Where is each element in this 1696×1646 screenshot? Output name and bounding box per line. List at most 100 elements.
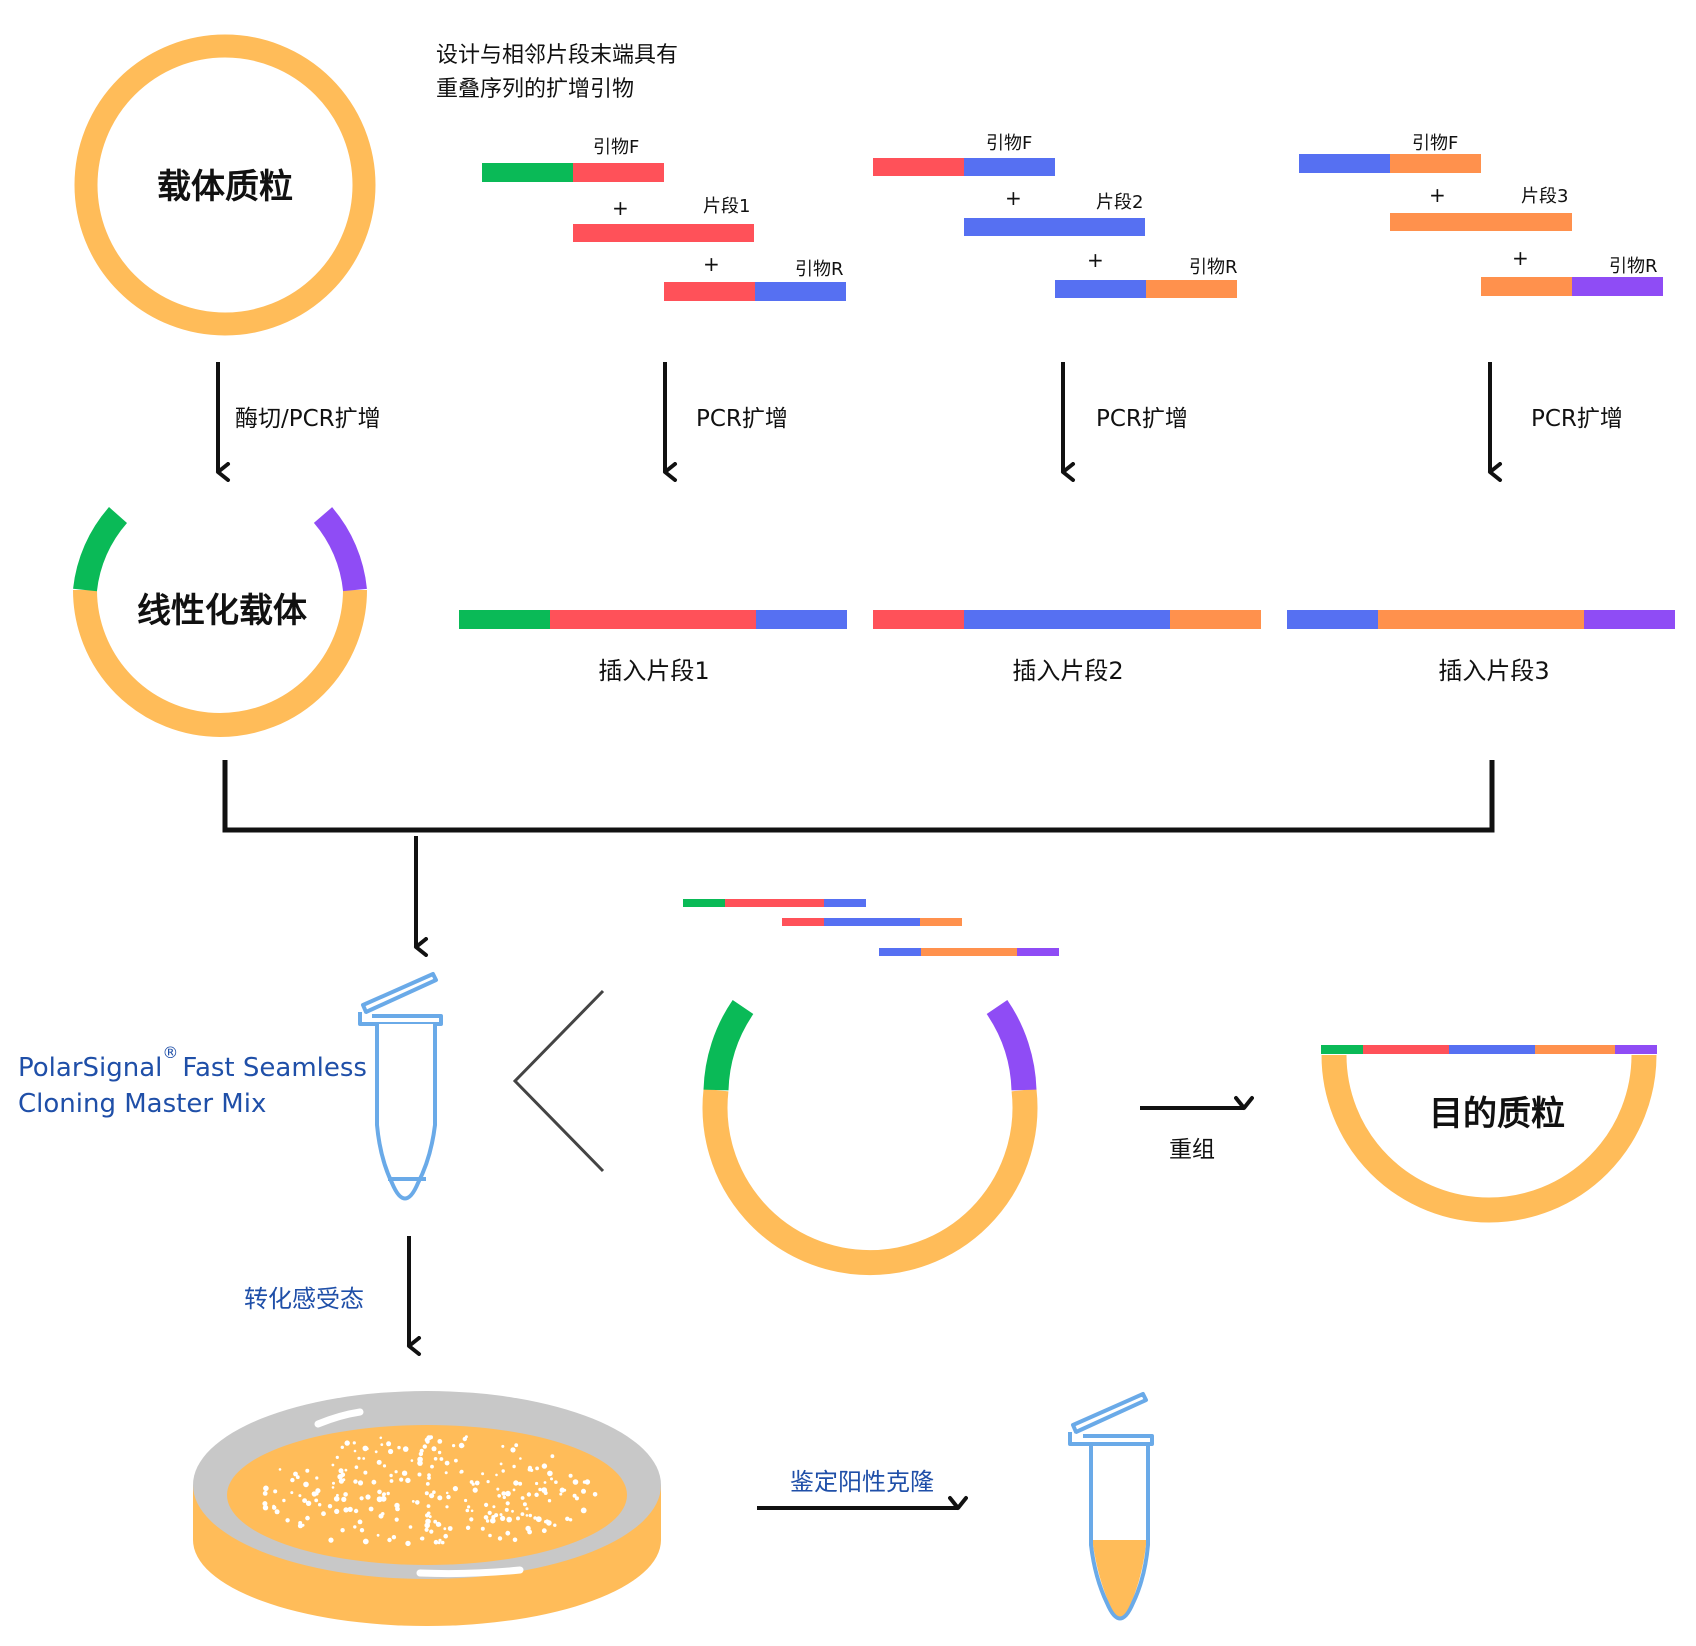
colony-dot <box>376 1459 382 1465</box>
linear-vector-label: 线性化载体 <box>137 591 307 631</box>
colony-dot <box>397 1445 401 1450</box>
colony-dot <box>501 1491 507 1496</box>
colony-dot <box>516 1516 520 1521</box>
colony-dot <box>380 1495 387 1502</box>
colony-dot <box>502 1495 506 1500</box>
colony-dot <box>274 1509 280 1515</box>
linear-vector-arc <box>73 589 367 737</box>
colony-dot <box>430 1464 434 1469</box>
overlap-3-blue <box>879 948 921 956</box>
colony-dot <box>494 1513 499 1518</box>
colony-dot <box>333 1496 340 1502</box>
insert-3-blue <box>1287 610 1378 629</box>
colony-dot <box>263 1485 269 1492</box>
colony-dot <box>425 1482 430 1486</box>
colony-dot <box>437 1439 443 1444</box>
colony-dot <box>368 1506 374 1512</box>
colony-dot <box>471 1482 475 1486</box>
colony-dot <box>273 1489 278 1494</box>
colony-dot <box>580 1507 587 1514</box>
colony-dot <box>262 1505 269 1511</box>
colony-dot <box>538 1487 542 1492</box>
colony-dot <box>386 1491 390 1496</box>
colony-dot <box>389 1479 394 1483</box>
assembly-vector-green-end <box>703 999 754 1091</box>
colony-dot <box>362 1445 369 1452</box>
colony-dot <box>501 1469 505 1473</box>
colony-dot <box>520 1512 525 1516</box>
recombination-label: 重组 <box>1169 1137 1215 1163</box>
insert-1-blue <box>756 610 847 629</box>
colony-dot <box>467 1505 471 1509</box>
insert-1-red <box>550 610 756 629</box>
fragment-3-plus-2: + <box>1512 246 1529 270</box>
colony-dot <box>427 1476 431 1480</box>
colony-dot <box>525 1507 529 1511</box>
colony-dot <box>546 1520 552 1526</box>
colony-dot <box>357 1519 363 1525</box>
colony-dot <box>344 1440 350 1446</box>
colony-dot <box>565 1516 570 1522</box>
colony-dot <box>514 1443 519 1448</box>
colony-dot <box>452 1486 458 1492</box>
vector-plasmid-label: 载体质粒 <box>157 167 293 207</box>
master-mix-line1: PolarSignal®Fast Seamless <box>18 1043 367 1083</box>
colony-dot <box>547 1470 553 1477</box>
colony-dot <box>341 1496 347 1502</box>
colony-dot <box>374 1450 378 1454</box>
colony-dot <box>510 1447 516 1453</box>
colony-dot <box>535 1481 539 1486</box>
colony-dot <box>506 1516 512 1523</box>
colony-dot <box>446 1494 451 1500</box>
fragment-2-primer-f-label: 引物F <box>986 133 1032 154</box>
colony-dot <box>470 1509 474 1513</box>
colony-dot <box>335 1455 339 1459</box>
fragment-3-primer-f-orange <box>1390 154 1481 173</box>
dish-highlight-1 <box>314 1408 364 1428</box>
colony-dot <box>394 1517 399 1522</box>
colony-dot <box>394 1470 398 1474</box>
colony-dot <box>362 1457 366 1460</box>
colony-dot <box>408 1525 413 1529</box>
overlap-2-red <box>782 918 824 926</box>
fragment-1-primer-r-blue <box>755 282 846 301</box>
fragment-3-primer-r-purple <box>1572 277 1663 296</box>
bacterial-colonies <box>262 1435 598 1547</box>
colony-dot <box>444 1471 448 1475</box>
colony-dot <box>327 1504 333 1509</box>
fragment-2-primer-r-blue <box>1055 280 1146 298</box>
insert-3-purple <box>1584 610 1675 629</box>
master-mix-product: Fast Seamless <box>182 1053 367 1083</box>
target-plasmid: 目的质粒 <box>1321 1045 1657 1223</box>
fragment-2-primer-f-blue <box>964 158 1055 176</box>
colony-dot <box>485 1519 490 1523</box>
colony-dot <box>554 1480 558 1484</box>
colony-dot <box>439 1457 444 1461</box>
colony-dot <box>343 1492 348 1497</box>
colony-dot <box>582 1480 587 1484</box>
colony-dot <box>541 1528 547 1534</box>
colony-dot <box>527 1529 532 1535</box>
colony-dot <box>305 1500 312 1507</box>
colony-dot <box>543 1481 547 1484</box>
colony-dot <box>354 1465 359 1469</box>
vector-step-label: 酶切/PCR扩增 <box>235 406 381 432</box>
colony-dot <box>285 1518 290 1523</box>
colony-dot <box>429 1529 434 1534</box>
colony-dot <box>490 1517 496 1524</box>
colony-dot <box>535 1466 539 1471</box>
fragment-2-primer-r-orange <box>1146 280 1237 298</box>
colony-dot <box>520 1496 525 1500</box>
colony-dot <box>559 1487 565 1493</box>
colony-dot <box>568 1473 573 1478</box>
colony-dot <box>311 1491 317 1496</box>
colony-dot <box>402 1446 409 1452</box>
colony-dot <box>438 1538 442 1542</box>
colony-dot <box>492 1505 496 1509</box>
fragment-3-primer-r-label: 引物R <box>1609 256 1658 277</box>
colony-dot <box>365 1494 371 1500</box>
fragment-1-template-label: 片段1 <box>703 196 750 217</box>
colony-dot <box>496 1487 500 1491</box>
colony-dot <box>495 1473 498 1477</box>
colony-dot <box>576 1496 579 1500</box>
